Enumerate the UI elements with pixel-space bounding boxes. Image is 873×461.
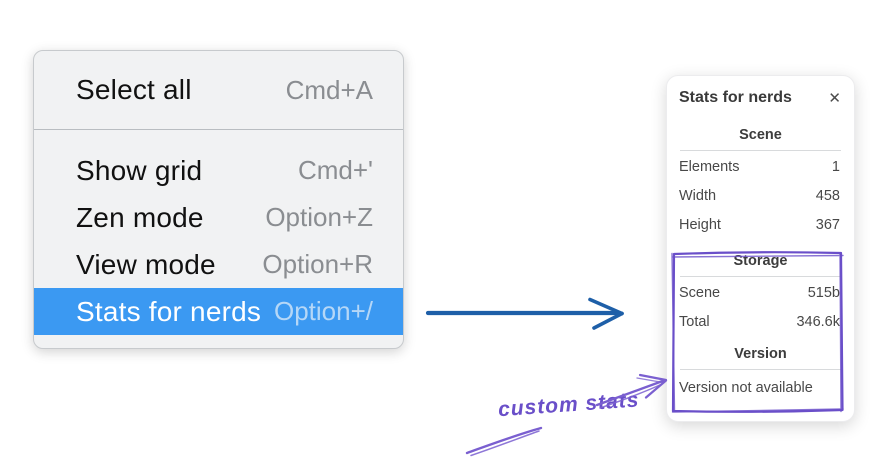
version-section-heading: Version — [734, 346, 787, 362]
stat-label: Scene — [679, 285, 721, 301]
separator — [680, 276, 841, 277]
menu-item-shortcut: Option+/ — [273, 296, 373, 326]
stat-value: 1 — [831, 159, 840, 175]
annotation-custom-stats-label: custom stats — [497, 388, 641, 422]
context-menu: Select all Cmd+A Show grid Cmd+' Zen mod… — [33, 50, 404, 349]
menu-item-view-mode[interactable]: View mode Option+R — [34, 241, 403, 288]
separator — [680, 150, 841, 151]
flow-arrow — [425, 297, 624, 330]
stat-row-elements: Elements 1 — [667, 153, 854, 182]
menu-item-shortcut: Cmd+' — [297, 155, 373, 185]
menu-item-label: Stats for nerds — [76, 295, 262, 327]
version-note: Version not available — [679, 380, 813, 396]
stat-label: Elements — [679, 159, 740, 175]
menu-item-shortcut: Option+R — [262, 249, 373, 279]
menu-section-top: Select all Cmd+A — [34, 51, 403, 129]
menu-item-show-grid[interactable]: Show grid Cmd+' — [34, 147, 403, 194]
stat-label: Height — [679, 217, 721, 233]
stats-panel-header: Stats for nerds ✕ — [667, 76, 854, 107]
stat-label: Total — [679, 314, 710, 330]
stat-row-width: Width 458 — [667, 182, 854, 211]
stat-row-total-size: Total 346.6k — [667, 308, 854, 337]
menu-item-label: Select all — [76, 74, 192, 105]
stat-row-height: Height 367 — [667, 211, 854, 240]
stats-panel: Stats for nerds ✕ Scene Elements 1 Width… — [666, 75, 855, 422]
stat-value: 515b — [807, 285, 840, 301]
menu-item-select-all[interactable]: Select all Cmd+A — [34, 51, 403, 129]
menu-item-stats-for-nerds[interactable]: Stats for nerds Option+/ — [34, 288, 403, 335]
stat-value: 367 — [815, 217, 840, 233]
stat-row-scene-size: Scene 515b — [667, 279, 854, 308]
menu-item-label: View mode — [76, 248, 216, 280]
menu-item-shortcut: Option+Z — [265, 202, 373, 232]
stats-panel-title: Stats for nerds — [679, 89, 792, 106]
scene-section-heading: Scene — [739, 127, 782, 143]
stat-value: 346.6k — [796, 314, 840, 330]
menu-item-zen-mode[interactable]: Zen mode Option+Z — [34, 194, 403, 241]
stat-label: Width — [679, 188, 717, 204]
stat-value: 458 — [815, 188, 840, 204]
storage-section-heading: Storage — [733, 253, 788, 269]
separator — [680, 369, 841, 370]
menu-item-label: Zen mode — [76, 201, 204, 233]
menu-item-shortcut: Cmd+A — [285, 74, 373, 105]
menu-separator — [34, 129, 403, 130]
menu-section-bottom: Show grid Cmd+' Zen mode Option+Z View m… — [34, 130, 403, 335]
close-icon[interactable]: ✕ — [828, 89, 841, 107]
menu-item-label: Show grid — [76, 154, 203, 186]
